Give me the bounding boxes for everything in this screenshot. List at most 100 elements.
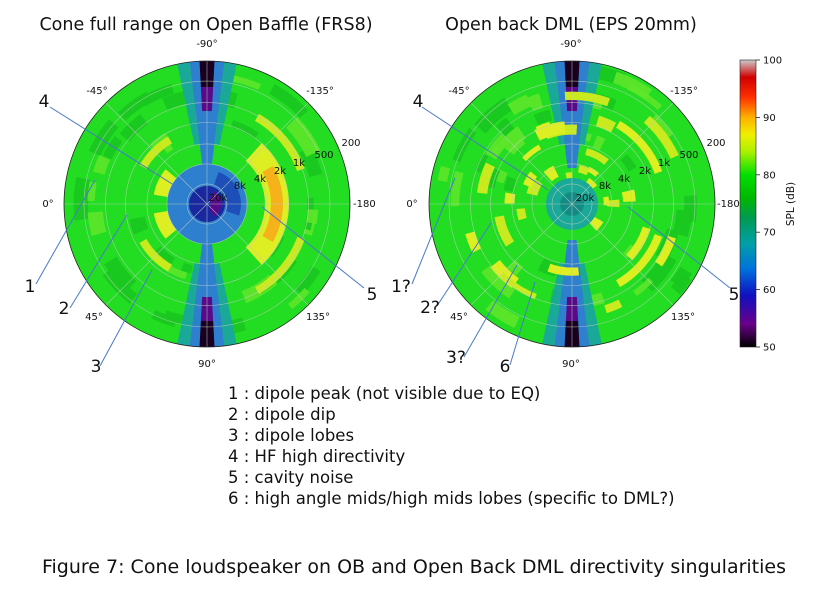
texture-patch (437, 165, 451, 182)
grid-spoke (470, 102, 573, 205)
spoke-band (579, 62, 602, 146)
dml-lobe (604, 299, 623, 314)
dml-lobe (547, 263, 580, 276)
left-freq-4k: 4k (254, 174, 266, 185)
legend-item-6: 6 : high angle mids/high mids lobes (spe… (228, 489, 675, 508)
texture-patch (533, 109, 553, 125)
colorbar (739, 59, 757, 348)
left-tick-0: 0° (42, 199, 53, 210)
texture-patch (129, 216, 149, 235)
left-freq-200: 200 (341, 138, 360, 149)
dml-lobe (504, 192, 516, 204)
right-freq-20k: 20k (576, 193, 595, 204)
left-polar-plot (63, 60, 351, 348)
texture-patch (269, 83, 309, 118)
right-tick-neg180: -180 (717, 199, 740, 210)
legend-item-2: 2 : dipole dip (228, 405, 336, 424)
texture-patch (527, 93, 544, 112)
legend: 1 : dipole peak (not visible due to EQ) … (228, 383, 675, 509)
rear-arc (616, 234, 663, 288)
texture-patch (153, 246, 175, 266)
texture-patch (592, 135, 606, 151)
texture-patch (507, 94, 532, 116)
grid-spoke (105, 203, 208, 306)
dml-lobe (516, 208, 527, 221)
left-annotation-4: 4 (39, 92, 50, 112)
grid-spoke (571, 203, 674, 306)
right-freq-200: 200 (706, 138, 725, 149)
right-annotation-4: 4 (413, 92, 424, 112)
colorbar-tick-label: 90 (763, 113, 776, 124)
dml-lobe (654, 235, 677, 267)
dml-lobe (585, 148, 609, 165)
left-tick-neg180: -180 (353, 199, 376, 210)
left-freq-1k: 1k (293, 158, 305, 169)
texture-patch (485, 300, 520, 328)
right-tick-0: 0° (406, 199, 417, 210)
spoke-band (214, 62, 237, 146)
colorbar-tick-label: 50 (763, 343, 776, 354)
dml-lobe (522, 144, 542, 162)
grid-spoke (470, 203, 573, 306)
texture-patch (670, 273, 692, 295)
colorbar-tick-label: 60 (763, 285, 776, 296)
left-freq-20k: 20k (209, 193, 228, 204)
right-tick-neg45: -45° (448, 86, 469, 97)
front-lobe (153, 210, 177, 239)
grid-spoke (105, 102, 208, 205)
texture-patch (475, 153, 489, 173)
legend-item-3: 3 : dipole lobes (228, 426, 355, 445)
colorbar-tick-label: 100 (763, 56, 782, 67)
spoke-band (579, 262, 602, 346)
dml-lobe (643, 115, 679, 159)
right-tick-45: 45° (450, 312, 468, 323)
figure-caption: Figure 7: Cone loudspeaker on OB and Ope… (41, 556, 787, 578)
right-tick-neg135: -135° (670, 86, 698, 97)
right-annotation-5: 5 (729, 285, 740, 305)
left-annotation-5: 5 (367, 285, 378, 305)
texture-patch (92, 155, 110, 175)
colorbar-tick-label: 70 (763, 228, 776, 239)
texture-patch (306, 209, 319, 225)
texture-patch (294, 266, 321, 296)
dml-lobe (595, 115, 617, 133)
legend-item-1: 1 : dipole peak (not visible due to EQ) (228, 384, 541, 403)
polar-border (428, 60, 716, 348)
spoke-band (542, 262, 565, 346)
texture-patch (481, 265, 516, 299)
grid-spoke (206, 203, 309, 306)
left-freq-2k: 2k (274, 166, 286, 177)
right-freq-4k: 4k (618, 174, 630, 185)
colorbar-tick-label: 80 (763, 170, 776, 181)
right-annotation-1q: 1? (391, 277, 411, 297)
colorbar-label: SPL (dB) (785, 182, 797, 226)
texture-patch (180, 262, 193, 274)
dml-lobe (607, 199, 620, 208)
legend-item-5: 5 : cavity noise (228, 468, 354, 487)
colorbar-ticks: 100 90 80 70 60 50 (756, 56, 782, 354)
right-polar-plot (428, 60, 716, 348)
right-freq-1k: 1k (658, 158, 670, 169)
legend-item-4: 4 : HF high directivity (228, 447, 406, 466)
texture-patch (224, 73, 262, 91)
spoke-band (214, 262, 237, 346)
right-freq-2k: 2k (639, 166, 651, 177)
dml-lobe (587, 166, 599, 177)
polar-border (63, 60, 351, 348)
texture-patch (633, 277, 654, 297)
dml-lobe (477, 162, 495, 194)
texture-patch (87, 181, 97, 202)
dml-lobe (578, 165, 590, 176)
spoke-band (177, 262, 200, 346)
left-tick-neg45: -45° (86, 86, 107, 97)
left-annotation-1: 1 (25, 277, 36, 297)
rear-arc (255, 113, 305, 172)
texture-patch (503, 176, 517, 192)
texture-patch (119, 114, 148, 142)
dml-lobe (543, 165, 559, 182)
left-tick-neg135: -135° (306, 86, 334, 97)
right-freq-500: 500 (679, 150, 698, 161)
dml-lobe (621, 189, 636, 202)
left-tick-neg90: -90° (196, 39, 217, 50)
texture-patch (620, 154, 637, 172)
